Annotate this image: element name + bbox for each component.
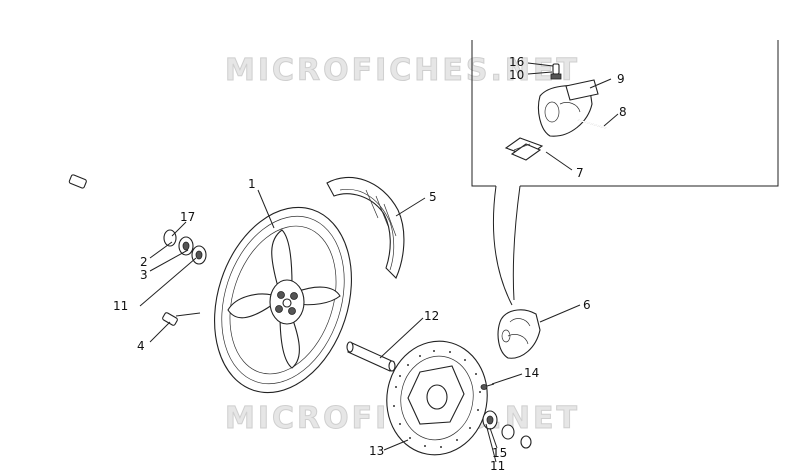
callout-5: 5 [429,190,437,204]
callout-17: 17 [180,210,195,224]
callout-4: 4 [137,339,145,353]
callout-7: 7 [576,166,584,180]
wheel-spacer-sleeve-icon [346,341,396,372]
tyre-fender-icon [326,176,405,279]
watermark-top: MICROFICHES.NET [225,53,580,88]
callout-10: 10 [509,68,524,82]
brake-disc-icon [386,340,488,456]
caliper-pin-icon [577,119,607,129]
wheel-axle-icon [68,174,163,235]
callout-16: 16 [509,55,524,69]
callout-11-right: 11 [490,459,505,473]
callout-11-left: 11 [113,299,128,313]
bearing-spacer-icon [163,229,207,265]
callout-8: 8 [619,105,627,119]
brake-caliper-icon [497,309,541,359]
front-wheel-rim-icon [214,206,352,394]
tyre-valve-icon [162,312,201,326]
callout-3: 3 [140,268,148,282]
caliper-detail-icon [537,79,599,137]
inset-connector [492,185,521,306]
callout-9: 9 [617,72,625,86]
callout-12: 12 [424,309,439,323]
callout-6: 6 [583,298,591,312]
bleed-nipple-icon [550,63,562,80]
callout-15: 15 [492,446,507,460]
brake-pads-icon [504,137,544,161]
inset-frame [471,40,779,187]
disc-screw-icon [480,383,495,390]
callout-13: 13 [369,444,384,458]
leader-lines [139,62,619,463]
callout-2: 2 [140,255,148,269]
callout-1: 1 [248,177,256,191]
callout-labels: 1 2 3 4 5 6 7 8 9 10 11 11 12 13 14 15 1… [113,55,627,473]
callout-14: 14 [524,366,539,380]
